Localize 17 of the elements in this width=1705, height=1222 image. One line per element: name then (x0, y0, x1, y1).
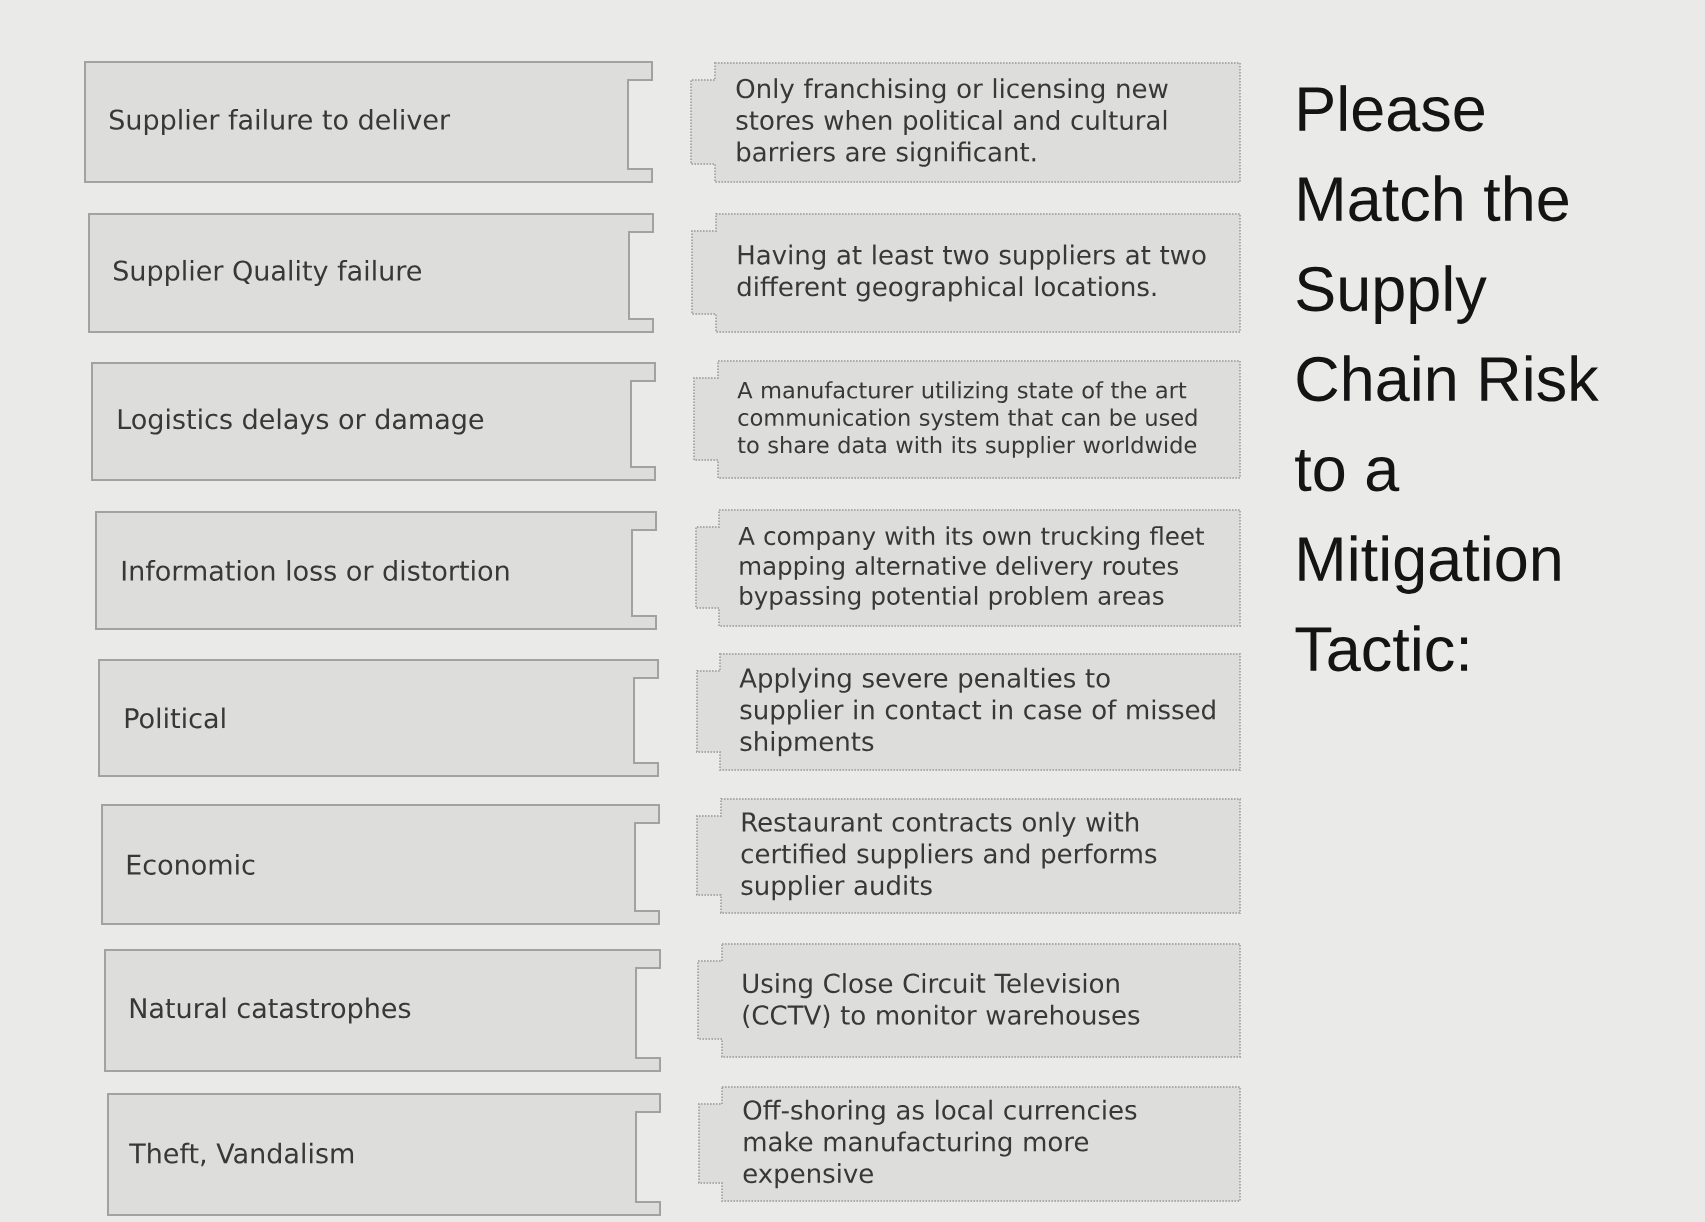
risk-box: Natural catastrophes (104, 949, 661, 1072)
risk-box: Political (98, 659, 659, 777)
tactic-tile: Having at least two suppliers at two different geographical locations. (691, 213, 1241, 333)
tactic-tile: A company with its own trucking fleet mapping alternative delivery routes bypassing potential problem areas (695, 509, 1241, 627)
risk-box: Information loss or distortion (95, 511, 657, 630)
title: Please Match the Supply Chain Risk to a Mitigation Tactic: (1295, 85, 1599, 672)
tactic-tile: Restaurant contracts only with certified suppliers and performs supplier audits (696, 798, 1241, 914)
tactic-tile: Only franchising or licensing new stores when political and cultural barriers are significant. (690, 62, 1241, 183)
risk-box: Economic (101, 804, 660, 925)
risk-box: Supplier failure to deliver (84, 61, 653, 183)
tactic-tile: Using Close Circuit Television (CCTV) to monitor warehouses (697, 943, 1241, 1058)
tactic-tile: Off-shoring as local currencies make manufacturing more expensive (698, 1086, 1241, 1202)
tactic-tile: Applying severe penalties to supplier in contact in case of missed shipments (696, 653, 1241, 771)
tactic-tile: A manufacturer utilizing state of the art communication system that can be used to share data with its supplier worldwide (693, 360, 1241, 479)
risk-box: Logistics delays or damage (91, 362, 656, 481)
risk-box: Theft, Vandalism (107, 1093, 661, 1216)
risk-box: Supplier Quality failure (88, 213, 654, 333)
